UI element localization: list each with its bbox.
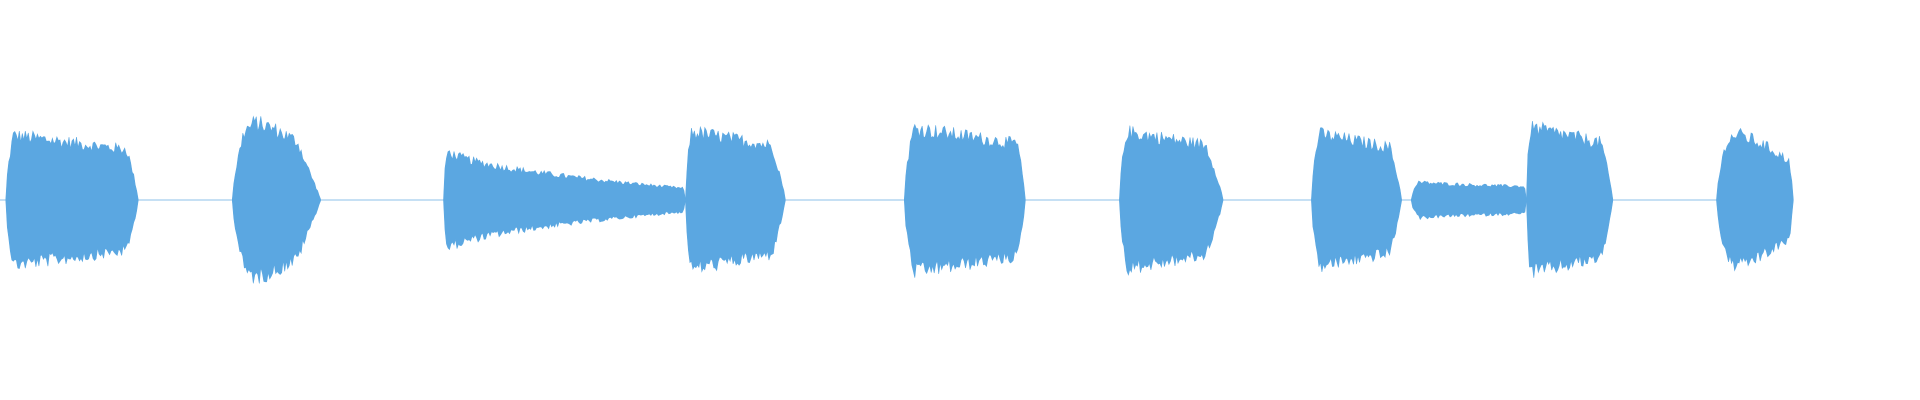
waveform-clip-1 bbox=[5, 130, 139, 270]
waveform-clip-2 bbox=[232, 115, 321, 284]
waveform-clip-5 bbox=[904, 123, 1026, 278]
waveform-clip-10 bbox=[1716, 127, 1794, 272]
waveform-clip-7 bbox=[1311, 127, 1402, 272]
waveform-clip-6 bbox=[1119, 125, 1224, 276]
waveform-segments bbox=[5, 115, 1794, 284]
waveform-clip-9 bbox=[1526, 120, 1614, 278]
waveform-clip-4 bbox=[685, 125, 786, 273]
waveform-clip-8 bbox=[1410, 180, 1527, 221]
